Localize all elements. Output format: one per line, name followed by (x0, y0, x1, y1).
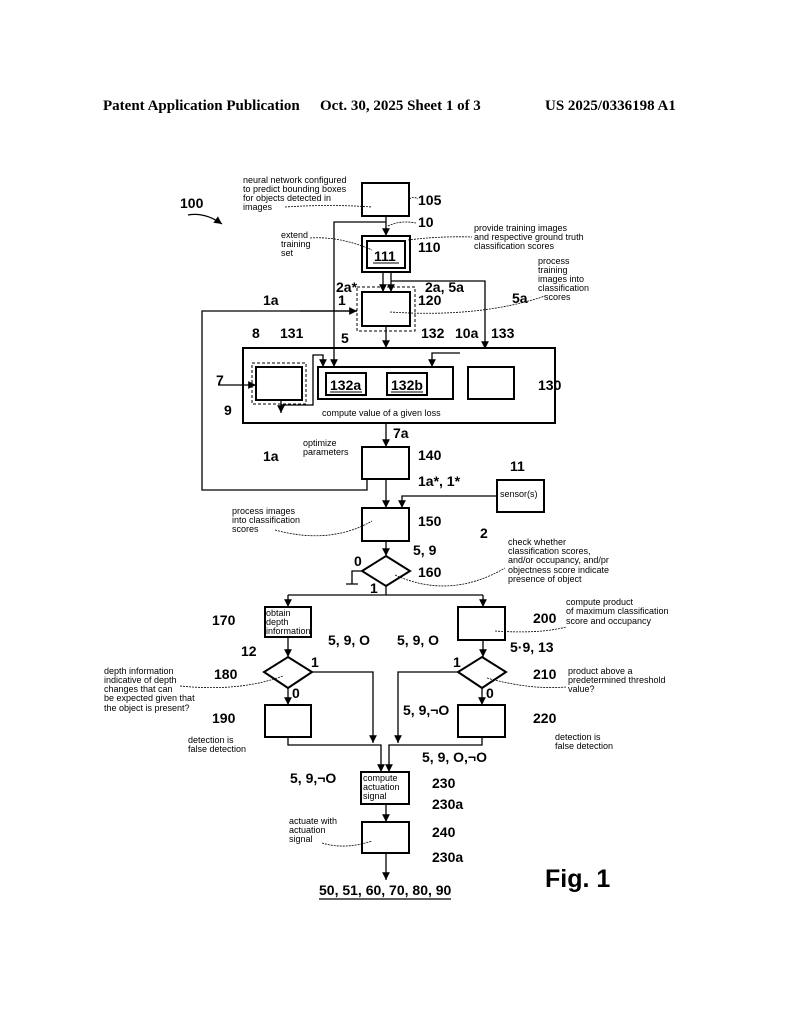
ref-2a-5a: 2a, 5a (425, 279, 464, 295)
box-240 (361, 821, 410, 854)
sensor-label: sensor(s) (500, 489, 538, 499)
annotation-compute-actuation: compute actuation signal (363, 773, 402, 801)
box-132 (317, 366, 454, 400)
ref-200: 200 (533, 610, 557, 626)
box-150 (361, 507, 410, 542)
box-131 (255, 366, 303, 401)
annotation-optimize: optimize parameters (303, 438, 349, 457)
ref-110: 110 (418, 239, 441, 255)
ref-7: 7 (216, 372, 224, 388)
ref-140: 140 (418, 447, 442, 463)
annotation-process-training: process training images into classificat… (538, 256, 592, 302)
ref-133: 133 (491, 325, 515, 341)
ref-111: 111 (374, 248, 396, 264)
ref-1: 1 (338, 292, 346, 308)
ref-150: 150 (418, 513, 442, 529)
ref-1a-top: 1a (263, 292, 279, 308)
ref-10: 10 (418, 214, 434, 230)
decision-160-no: 0 (354, 553, 362, 569)
ref-7a: 7a (393, 425, 409, 441)
ref-105: 105 (418, 192, 442, 208)
box-140 (361, 446, 410, 480)
figure-label: Fig. 1 (545, 865, 610, 893)
ref-2a-star: 2a* (336, 279, 358, 295)
box-132a (325, 372, 367, 396)
decision-180 (262, 655, 314, 690)
annotation-product-above: product above a predetermined threshold … (568, 666, 668, 694)
header-publication: Patent Application Publication (103, 98, 300, 114)
box-220 (457, 704, 506, 738)
annotation-false-right: detection is false detection (555, 732, 613, 751)
ref-170: 170 (212, 612, 236, 628)
annotation-obtain-depth: obtain depth information (266, 608, 311, 636)
ref-11: 11 (510, 458, 525, 474)
annotation-loss: compute value of a given loss (322, 408, 441, 418)
ref-220: 220 (533, 710, 557, 726)
decision-180-yes: 1 (311, 654, 319, 670)
ref-230: 230 (432, 775, 456, 791)
ref-5-9: 5, 9 (413, 542, 437, 558)
box-132b (386, 372, 428, 396)
decision-160-yes: 1 (370, 580, 378, 596)
ref-5-9-O-right: 5, 9, O (397, 632, 439, 648)
box-190 (264, 704, 312, 738)
ref-5: 5 (341, 330, 349, 346)
ref-190: 190 (212, 710, 236, 726)
annotation-compute-product: compute product of maximum classificatio… (566, 597, 671, 626)
ref-230a-2: 230a (432, 849, 463, 865)
annotation-check: check whether classification scores, and… (508, 537, 612, 584)
ref-5-9-13: 5·9, 13 (510, 639, 554, 655)
ref-12: 12 (241, 643, 257, 659)
ref-10a: 10a (455, 325, 479, 341)
annotation-provide: provide training images and respective g… (474, 223, 586, 251)
ref-8: 8 (252, 325, 260, 341)
annotation-neural-network: neural network configured to predict bou… (243, 175, 349, 212)
ref-5-9-notO-mid: 5, 9,¬O (403, 702, 449, 718)
ref-5a: 5a (512, 290, 528, 306)
ref-132a: 132a (330, 377, 361, 393)
decision-180-no: 0 (292, 685, 300, 701)
box-230 (360, 771, 410, 805)
decision-210-yes: 1 (453, 654, 461, 670)
annotation-false-left: detection is false detection (188, 735, 246, 754)
annotation-depth-info: depth information indicative of depth ch… (104, 666, 197, 713)
box-133 (467, 366, 515, 400)
ref-9: 9 (224, 402, 232, 418)
ref-130: 130 (538, 377, 562, 393)
box-110 (361, 235, 411, 273)
ref-5-9-O-notO: 5, 9, O,¬O (422, 749, 487, 765)
box-111 (366, 240, 406, 269)
box-105 (361, 182, 410, 217)
decision-210 (456, 655, 508, 690)
ref-5-9-O-left: 5, 9, O (328, 632, 370, 648)
ref-160: 160 (418, 564, 442, 580)
ref-131: 131 (280, 325, 304, 341)
ref-180: 180 (214, 666, 238, 682)
ref-100-arrow (187, 213, 223, 225)
annotation-extend: extend training set (281, 230, 313, 258)
header-date-sheet: Oct. 30, 2025 Sheet 1 of 3 (320, 98, 481, 114)
decision-210-no: 0 (486, 685, 494, 701)
ref-230a-1: 230a (432, 796, 463, 812)
ref-240: 240 (432, 824, 456, 840)
header-number: US 2025/0336198 A1 (545, 98, 676, 114)
ref-132: 132 (421, 325, 445, 341)
ref-100: 100 (180, 195, 204, 211)
annotation-actuate: actuate with actuation signal (289, 816, 340, 844)
box-120 (361, 291, 411, 327)
ref-210: 210 (533, 666, 557, 682)
ref-132b: 132b (391, 377, 423, 393)
ref-120: 120 (418, 292, 442, 308)
ref-2: 2 (480, 525, 488, 541)
box-200 (457, 606, 506, 641)
ref-1a-bottom: 1a (263, 448, 279, 464)
ref-outputs: 50, 51, 60, 70, 80, 90 (319, 882, 452, 898)
annotation-process-images: process images into classification score… (232, 506, 303, 534)
ref-5-9-notO-left: 5, 9,¬O (290, 770, 336, 786)
ref-1a-1: 1a*, 1* (418, 473, 461, 489)
